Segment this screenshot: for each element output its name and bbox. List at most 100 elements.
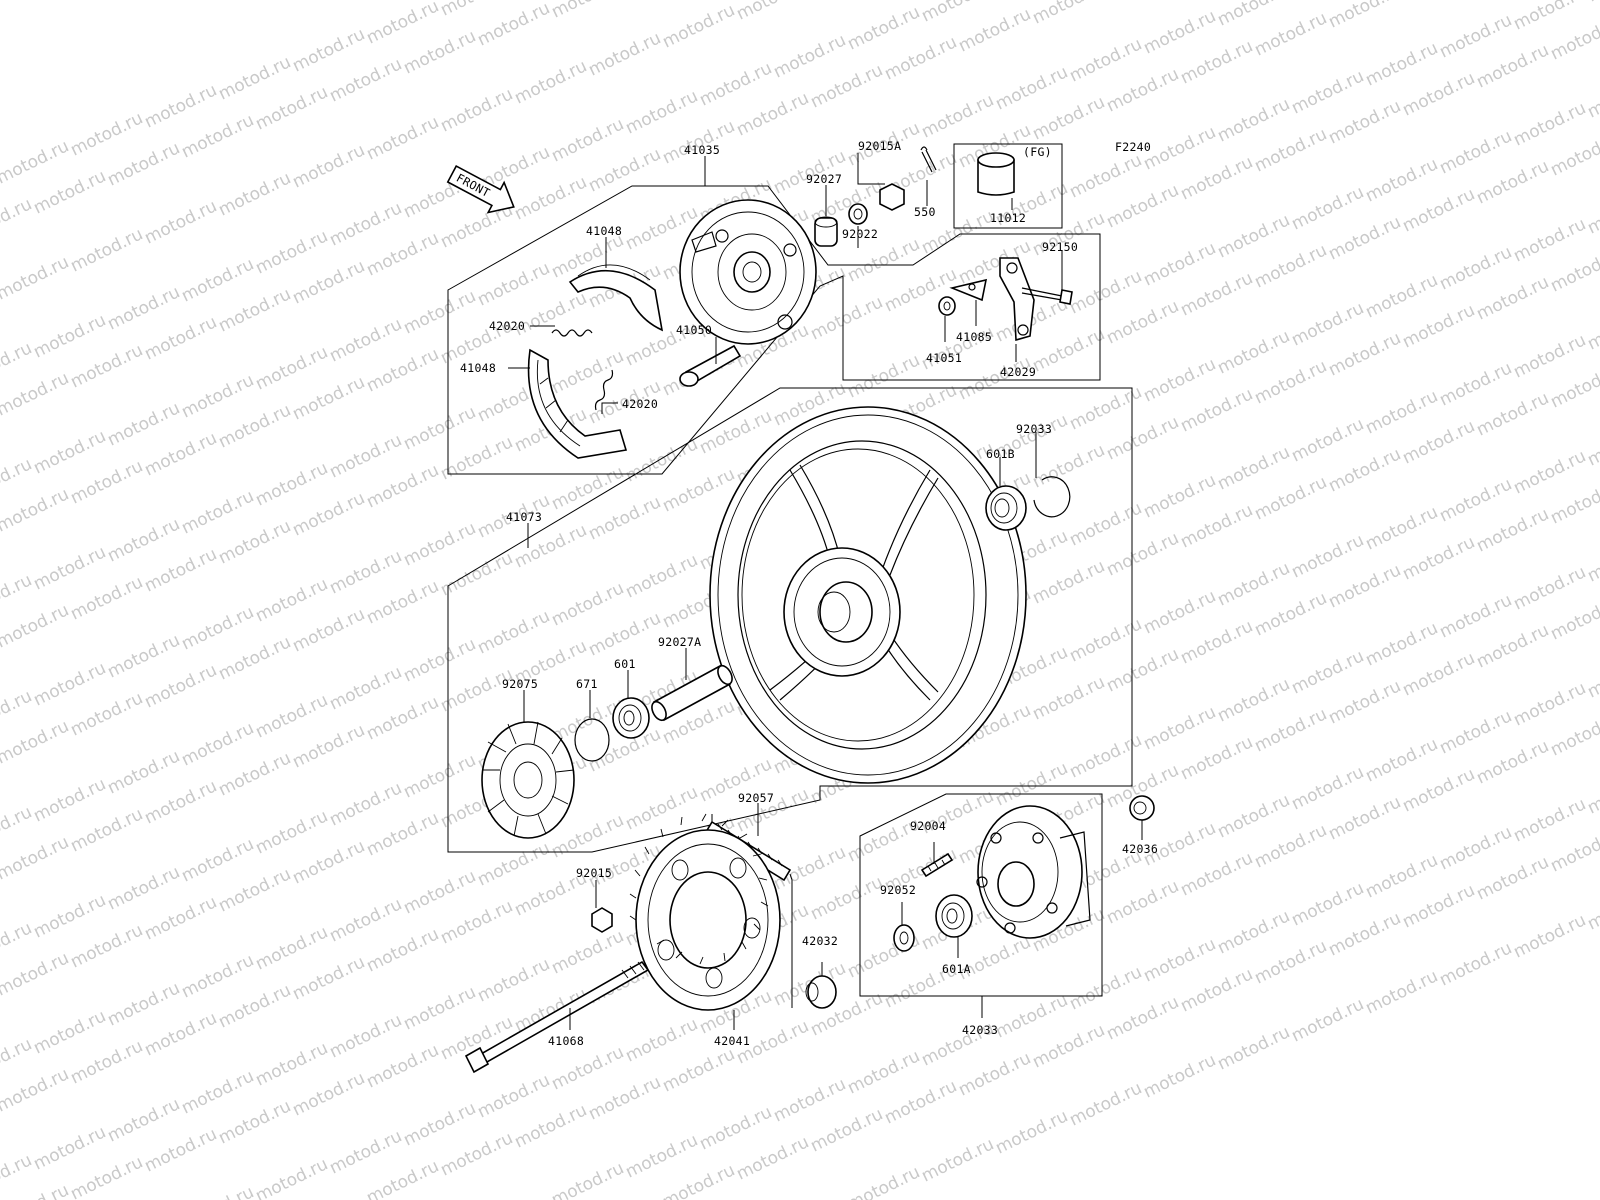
watermark-text: motod.ru bbox=[104, 630, 183, 682]
watermark-text: motod.ru bbox=[548, 578, 627, 630]
watermark-text: motod.ru bbox=[1066, 150, 1145, 202]
label-92027: 92027 bbox=[806, 172, 842, 186]
rear-wheel-rim bbox=[709, 406, 1027, 784]
watermark-text: motod.ru bbox=[104, 978, 183, 1030]
watermark-text: motod.ru bbox=[0, 252, 72, 304]
watermark-text: motod.ru bbox=[1436, 938, 1515, 990]
watermark-text: motod.ru bbox=[67, 456, 146, 508]
washer-92022 bbox=[848, 203, 868, 225]
label-41068: 41068 bbox=[548, 1034, 584, 1048]
watermark-text: motod.ru bbox=[400, 866, 479, 918]
watermark-text: motod.ru bbox=[659, 0, 738, 52]
watermark-text: motod.ru bbox=[1288, 530, 1367, 582]
watermark-text: motod.ru bbox=[0, 832, 72, 884]
watermark-text: motod.ru bbox=[178, 254, 257, 306]
watermark-text: motod.ru bbox=[0, 948, 72, 1000]
watermark-text: motod.ru bbox=[289, 604, 368, 656]
label-41048-top: 41048 bbox=[586, 224, 622, 238]
watermark-text: motod.ru bbox=[733, 88, 812, 140]
watermark-text: motod.ru bbox=[141, 892, 220, 944]
watermark-text: motod.ru bbox=[585, 492, 664, 544]
watermark-text: motod.ru bbox=[1029, 556, 1108, 608]
watermark-text: motod.ru bbox=[548, 346, 627, 398]
watermark-text: motod.ru bbox=[104, 862, 183, 914]
watermark-text: motod.ru bbox=[770, 30, 849, 82]
watermark-text: motod.ru bbox=[585, 608, 664, 660]
watermark-text: motod.ru bbox=[0, 570, 35, 622]
figure-code: F2240 bbox=[1115, 140, 1151, 154]
watermark-text: motod.ru bbox=[252, 922, 331, 974]
watermark-text: motod.ru bbox=[1362, 966, 1441, 1018]
watermark-text: motod.ru bbox=[1510, 794, 1589, 846]
watermark-text: motod.ru bbox=[474, 1070, 553, 1122]
watermark-text: motod.ru bbox=[1140, 1050, 1219, 1102]
nut-92015 bbox=[591, 907, 613, 933]
watermark-text: motod.ru bbox=[807, 1104, 886, 1156]
watermark-text: motod.ru bbox=[30, 542, 109, 594]
watermark-text: motod.ru bbox=[1140, 122, 1219, 174]
watermark-text: motod.ru bbox=[696, 58, 775, 110]
watermark-text: motod.ru bbox=[67, 572, 146, 624]
watermark-text: motod.ru bbox=[0, 918, 35, 970]
watermark-text: motod.ru bbox=[622, 1130, 701, 1182]
watermark-text: motod.ru bbox=[1436, 474, 1515, 526]
watermark-text: motod.ru bbox=[400, 518, 479, 570]
watermark-text: motod.ru bbox=[67, 1036, 146, 1088]
watermark-text: motod.ru bbox=[1066, 498, 1145, 550]
watermark-text: motod.ru bbox=[1325, 96, 1404, 148]
label-42032: 42032 bbox=[802, 934, 838, 948]
watermark-text: motod.ru bbox=[67, 920, 146, 972]
watermark-text: motod.ru bbox=[1066, 962, 1145, 1014]
watermark-text: motod.ru bbox=[1140, 470, 1219, 522]
watermark-text: motod.ru bbox=[0, 1064, 72, 1116]
watermark-text: motod.ru bbox=[1140, 702, 1219, 754]
watermark-text: motod.ru bbox=[326, 1126, 405, 1178]
watermark-text: motod.ru bbox=[30, 1122, 109, 1174]
watermark-text: motod.ru bbox=[1510, 910, 1589, 962]
watermark-text: motod.ru bbox=[548, 926, 627, 978]
label-601A: 601A bbox=[942, 962, 971, 976]
watermark-text: motod.ru bbox=[215, 748, 294, 800]
watermark-text: motod.ru bbox=[1399, 764, 1478, 816]
watermark-text: motod.ru bbox=[252, 690, 331, 742]
leader-lines bbox=[508, 153, 1143, 1030]
watermark-text: motod.ru bbox=[289, 140, 368, 192]
watermark-text: motod.ru bbox=[104, 514, 183, 566]
watermark-text: motod.ru bbox=[0, 600, 72, 652]
watermark-text: motod.ru bbox=[1103, 412, 1182, 464]
watermark-text: motod.ru bbox=[289, 488, 368, 540]
watermark-text: motod.ru bbox=[178, 718, 257, 770]
watermark-text: motod.ru bbox=[326, 546, 405, 598]
watermark-text: motod.ru bbox=[1510, 214, 1589, 266]
watermark-text: motod.ru bbox=[1177, 848, 1256, 900]
watermark-text: motod.ru bbox=[1399, 68, 1478, 120]
watermark-text: motod.ru bbox=[1066, 266, 1145, 318]
watermark-text: motod.ru bbox=[1436, 10, 1515, 62]
watermark-text: motod.ru bbox=[1510, 330, 1589, 382]
watermark-text: motod.ru bbox=[992, 990, 1071, 1042]
watermark-text: motod.ru bbox=[1251, 588, 1330, 640]
watermark-text: motod.ru bbox=[1547, 476, 1600, 528]
watermark-text: motod.ru bbox=[30, 774, 109, 826]
watermark-text: motod.ru bbox=[844, 234, 923, 286]
watermark-text: motod.ru bbox=[289, 1068, 368, 1120]
watermark-text: motod.ru bbox=[400, 982, 479, 1034]
wheel-group-frame bbox=[447, 387, 1133, 853]
watermark-text: motod.ru bbox=[1214, 906, 1293, 958]
watermark-text: motod.ru bbox=[1510, 678, 1589, 730]
watermark-text: motod.ru bbox=[1288, 182, 1367, 234]
watermark-text: motod.ru bbox=[215, 400, 294, 452]
watermark-text: motod.ru bbox=[1177, 616, 1256, 668]
watermark-text: motod.ru bbox=[104, 398, 183, 450]
watermark-text: motod.ru bbox=[511, 1100, 590, 1152]
watermark-text: motod.ru bbox=[1399, 184, 1478, 236]
watermark-text: motod.ru bbox=[585, 28, 664, 80]
watermark-text: motod.ru bbox=[252, 574, 331, 626]
watermark-text: motod.ru bbox=[363, 924, 442, 976]
watermark-text: motod.ru bbox=[1399, 880, 1478, 932]
watermark-text: motod.ru bbox=[363, 808, 442, 860]
watermark-text: motod.ru bbox=[363, 1156, 442, 1200]
label-601B: 601B bbox=[986, 447, 1015, 461]
bearing-601B bbox=[985, 485, 1027, 531]
washer-92052 bbox=[893, 924, 915, 952]
